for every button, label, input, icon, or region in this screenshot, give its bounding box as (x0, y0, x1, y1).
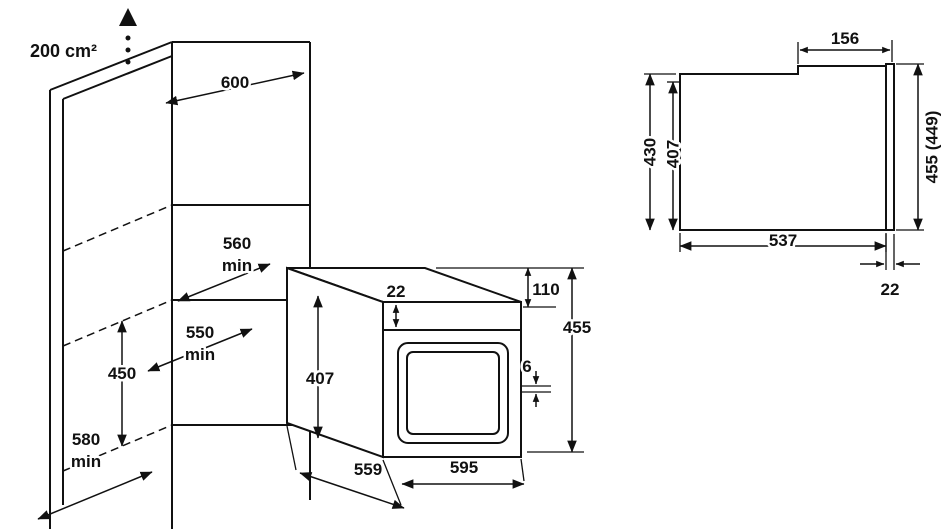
dim-base-depth-min: min (71, 452, 101, 471)
dim-side-top-inset: 156 (797, 27, 893, 64)
dim-niche-width-label: 560 (223, 234, 251, 253)
dim-oven-total-height-label: 455 (563, 318, 591, 337)
dim-cabinet-depth-label: 600 (221, 73, 249, 92)
dim-cabinet-depth: 600 (165, 71, 305, 106)
dim-base-depth-label: 580 (72, 430, 100, 449)
tall-cabinet-drawing: 200 cm² 600 560 min 550 min 450 580 min (28, 8, 311, 529)
oven-side-face (286, 266, 384, 459)
dim-side-front-height: 455 (449) (896, 63, 944, 231)
dim-side-body-depth: 537 (679, 229, 887, 253)
dim-oven-width: 595 (401, 456, 525, 489)
vent-area-label: 200 cm² (30, 41, 97, 61)
dim-niche-width-min: min (222, 256, 252, 275)
dim-oven-body-height-label: 407 (306, 369, 334, 388)
dim-side-body-height-label: 430 (641, 138, 660, 166)
side-view-body (679, 65, 887, 231)
ventilation-arrow-icon (119, 8, 137, 65)
dim-oven-width-label: 595 (450, 458, 478, 477)
vent-arrow-dot (125, 35, 131, 41)
vent-arrow-dot (125, 47, 131, 53)
dim-oven-door-offset: 22 (384, 280, 408, 328)
oven-side-view-drawing: 156 430 407 455 (449) 537 (638, 27, 944, 302)
dim-niche-depth-min: min (185, 345, 215, 364)
dim-oven-body-height: 407 (303, 295, 337, 439)
dim-side-inner-height-label: 407 (664, 140, 683, 168)
dim-side-front-height-label: 455 (449) (923, 111, 942, 184)
dim-oven-panel-height-label: 110 (532, 280, 559, 299)
dim-niche-width: 560 min (177, 232, 271, 302)
dim-oven-gap-label: 6 (522, 357, 531, 376)
dim-side-inner-height: 407 (661, 81, 685, 231)
side-view-door (885, 63, 895, 231)
dim-side-door-thickness-label: 22 (881, 280, 900, 299)
oven-door-window-inner (406, 351, 500, 435)
dim-oven-gap: 6 (520, 355, 551, 407)
dim-side-body-height: 430 (638, 73, 676, 231)
dim-niche-height-label: 450 (108, 364, 136, 383)
dim-base-depth: 580 min (37, 428, 153, 520)
dim-niche-height: 450 (105, 320, 139, 447)
vent-arrow-head (119, 8, 137, 26)
oven-door-window-outer (397, 342, 509, 444)
dim-oven-depth: 559 (286, 425, 405, 509)
dim-niche-depth: 550 min (147, 321, 253, 372)
dim-side-body-depth-label: 537 (769, 231, 797, 250)
dim-niche-depth-label: 550 (186, 323, 214, 342)
dim-oven-depth-label: 559 (354, 460, 382, 479)
vent-arrow-dot (125, 59, 131, 65)
oven-drawing: 22 110 455 6 407 (286, 266, 594, 509)
dim-side-top-inset-label: 156 (831, 29, 859, 48)
dim-side-door-thickness: 22 (860, 234, 920, 302)
dim-oven-door-offset-label: 22 (387, 282, 406, 301)
dim-oven-total-height: 455 (527, 267, 594, 453)
dim-oven-panel-height: 110 (436, 267, 584, 308)
